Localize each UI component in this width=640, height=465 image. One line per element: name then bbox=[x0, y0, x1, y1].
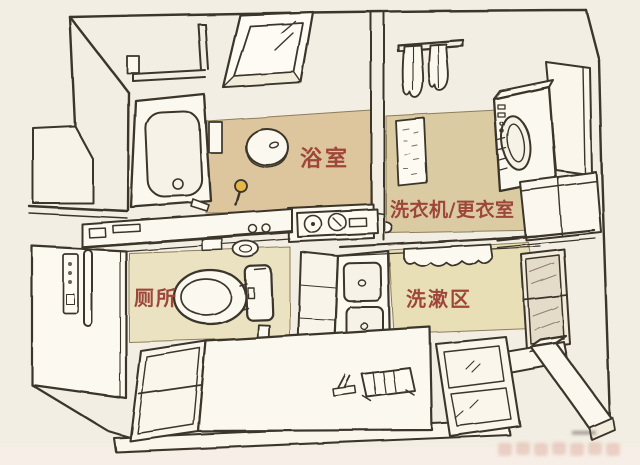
small-basin bbox=[232, 240, 260, 258]
bath-sheet bbox=[196, 325, 434, 433]
door-handle[interactable] bbox=[83, 249, 93, 327]
room-label-bathroom: 浴室 bbox=[300, 146, 350, 172]
toilet-bowl bbox=[172, 268, 248, 326]
room-label-toilet: 厕所 bbox=[134, 286, 178, 310]
wall-protrusion bbox=[27, 125, 129, 219]
room-labels: 浴室 洗衣机/更衣室 厕所 洗漱区 bbox=[134, 146, 514, 311]
wall-soap-box bbox=[126, 55, 140, 74]
room-label-washing-area: 洗漱区 bbox=[406, 287, 472, 311]
wash-board bbox=[361, 367, 416, 402]
sink-basin bbox=[342, 261, 383, 303]
step-threshold bbox=[529, 334, 616, 441]
drain-mat bbox=[434, 335, 522, 438]
floor-mat bbox=[128, 339, 208, 443]
base-cabinet bbox=[519, 171, 602, 241]
toilet bbox=[172, 264, 274, 326]
watermark bbox=[498, 431, 620, 456]
tub-drain bbox=[172, 178, 184, 190]
room-label-laundry-dressing: 洗衣机/更衣室 bbox=[390, 198, 514, 221]
hand-towel bbox=[403, 243, 493, 267]
bath-controller bbox=[287, 203, 393, 243]
open-shelf-unit bbox=[495, 228, 596, 374]
foreground-floor-tint bbox=[0, 447, 640, 465]
slippers bbox=[332, 374, 357, 397]
entry-door bbox=[30, 244, 128, 400]
wall-poster bbox=[395, 117, 428, 187]
divider-hook bbox=[385, 221, 393, 234]
skylight-window bbox=[221, 10, 315, 89]
shower-stool bbox=[245, 128, 289, 168]
hanging-towels bbox=[401, 43, 450, 99]
counter-items bbox=[88, 223, 271, 258]
hand-shower bbox=[234, 179, 248, 207]
wall-mounted-panel bbox=[208, 121, 223, 154]
washer-controls bbox=[497, 104, 508, 171]
grab-bar bbox=[126, 23, 209, 82]
bathtub bbox=[129, 92, 213, 212]
door-control-panel[interactable] bbox=[62, 253, 79, 314]
flush-lever bbox=[247, 287, 255, 299]
tub-faucet bbox=[190, 198, 210, 212]
washing-machine bbox=[492, 79, 558, 193]
